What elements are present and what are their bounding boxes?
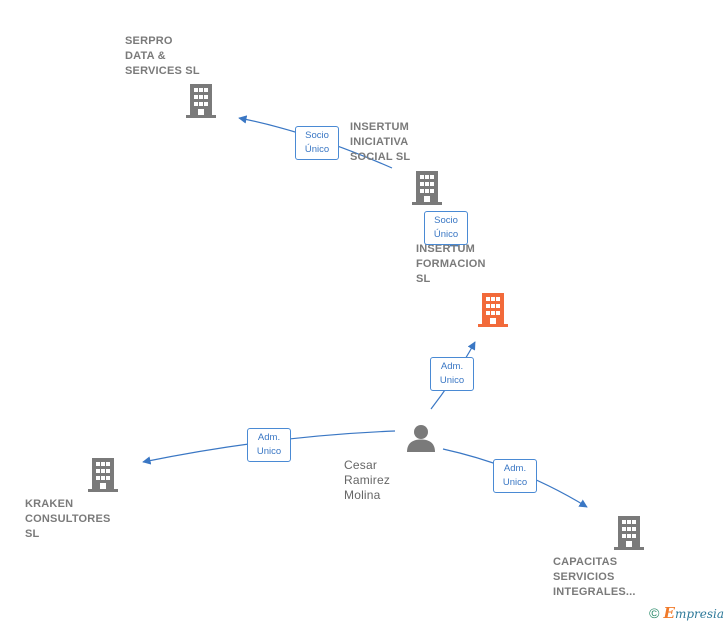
footer-brand: © Empresia <box>649 604 724 622</box>
building-icon[interactable] <box>412 171 442 205</box>
building-icon[interactable] <box>186 84 216 118</box>
edge-label-cesar-kraken[interactable]: Adm. Unico <box>247 428 291 462</box>
node-label-serpro: SERPRO DATA & SERVICES SL <box>125 35 200 77</box>
node-label-formacion: INSERTUM FORMACION SL <box>416 243 486 285</box>
node-label-cesar: Cesar Ramirez Molina <box>344 458 391 502</box>
building-icon[interactable] <box>478 293 508 327</box>
building-icon[interactable] <box>614 516 644 550</box>
node-label-iniciativa: INSERTUM INICIATIVA SOCIAL SL <box>350 121 411 163</box>
building-icon[interactable] <box>88 458 118 492</box>
brand-initial: E <box>663 604 675 622</box>
node-label-kraken: KRAKEN CONSULTORES SL <box>25 498 111 540</box>
edge-label-iniciativa-formacion[interactable]: Socio Único <box>424 211 468 245</box>
node-label-capacitas: CAPACITAS SERVICIOS INTEGRALES... <box>553 556 636 598</box>
edge-label-cesar-formacion[interactable]: Adm. Unico <box>430 357 474 391</box>
copyright-symbol: © <box>649 605 660 621</box>
brand-name: mpresia <box>674 607 724 621</box>
brand-logo[interactable]: Empresia <box>664 604 725 622</box>
person-icon[interactable] <box>406 424 436 452</box>
edge-label-iniciativa-serpro[interactable]: Socio Único <box>295 126 339 160</box>
edge-label-cesar-capacitas[interactable]: Adm. Unico <box>493 459 537 493</box>
